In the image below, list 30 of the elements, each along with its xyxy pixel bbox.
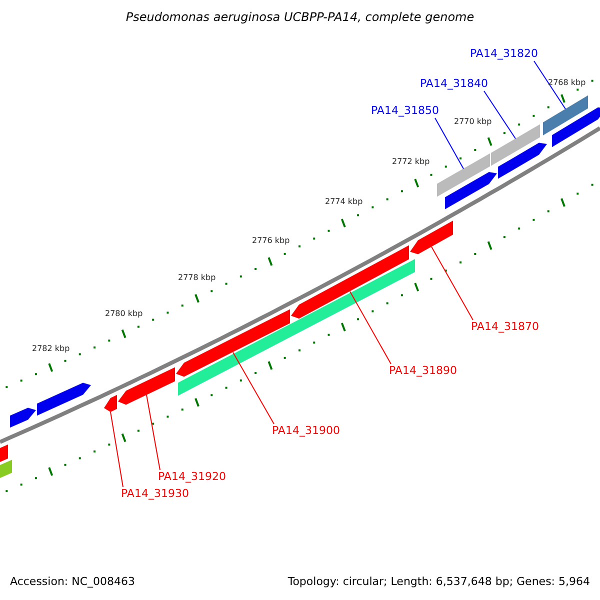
gene-label: PA14_31900	[272, 424, 340, 438]
footer-text: Topology: circular; Length: 6,537,648 bp; Genes: 5,964	[288, 575, 590, 588]
leader-line	[110, 412, 124, 488]
gene-label: PA14_31930	[121, 487, 189, 501]
gene-feature	[104, 394, 117, 412]
gene-feature	[437, 153, 490, 197]
gene-feature	[118, 367, 175, 405]
gene-feature	[176, 309, 290, 377]
scale-label: 2782 kbp	[32, 344, 70, 353]
gene-feature	[291, 245, 409, 319]
leader-line	[146, 394, 160, 470]
scale-label: 2780 kbp	[105, 309, 143, 318]
leader-line	[434, 118, 464, 170]
gene-label: PA14_31920	[158, 470, 226, 484]
leader-line	[350, 291, 392, 364]
gene-feature	[491, 124, 540, 166]
gene-feature	[410, 220, 453, 254]
scale-label: 2774 kbp	[325, 197, 363, 206]
gene-feature	[543, 95, 588, 136]
leader-line	[534, 60, 566, 110]
gene-label: PA14_31890	[389, 364, 457, 378]
gene-label: PA14_31850	[371, 104, 439, 118]
leader-line	[232, 352, 274, 424]
gene-label: PA14_31870	[471, 320, 539, 334]
footer-text: Accession: NC_008463	[10, 575, 136, 588]
gene-label: PA14_31840	[420, 77, 488, 91]
gene-label: PA14_31820	[470, 47, 538, 61]
map-title: Pseudomonas aeruginosa UCBPP-PA14, complete genome	[124, 10, 476, 24]
leader-line	[431, 246, 474, 320]
scale-label: 2770 kbp	[454, 117, 492, 126]
